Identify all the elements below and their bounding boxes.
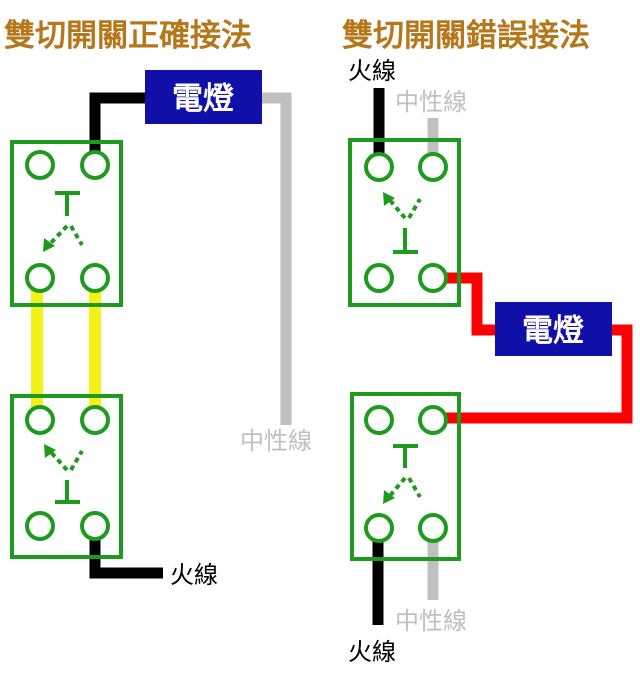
pivot-arrow-icon [44, 444, 56, 458]
right-bottom-live-label: 火線 [348, 638, 396, 666]
terminal-icon [25, 263, 55, 293]
left-correct-wiring: 電燈 中性線 火線 [10, 70, 312, 589]
left-neutral-label: 中性線 [240, 427, 312, 455]
right-bottom-neutral-label: 中性線 [395, 607, 467, 635]
terminal-icon [80, 263, 110, 293]
left-lamp-label: 電燈 [172, 81, 234, 117]
terminal-icon [80, 150, 110, 180]
right-top-neutral-label: 中性線 [395, 88, 467, 116]
terminal-icon [364, 263, 394, 293]
pivot-arrow-icon [383, 490, 395, 504]
terminal-icon [80, 511, 110, 541]
left-diagram-title: 雙切開關正確接法 [4, 18, 252, 54]
left-neutral-wire [262, 92, 292, 425]
right-red-wire-2 [445, 324, 633, 424]
terminal-icon [418, 263, 448, 293]
terminal-icon [418, 152, 448, 182]
terminal-icon [25, 511, 55, 541]
right-top-live-label: 火線 [348, 57, 396, 85]
right-diagram-title: 雙切開關錯誤接法 [342, 18, 590, 54]
right-lamp-label: 電燈 [522, 313, 584, 349]
pivot-arrow-icon [383, 192, 395, 206]
terminal-icon [364, 405, 394, 435]
terminal-icon [418, 405, 448, 435]
left-lamp: 電燈 [145, 70, 262, 124]
left-top-switch [10, 140, 123, 307]
terminal-icon [418, 513, 448, 543]
terminal-icon [364, 152, 394, 182]
pivot-arrow-icon [43, 238, 55, 252]
terminal-icon [25, 150, 55, 180]
right-bottom-switch [350, 392, 461, 561]
left-live-label: 火線 [170, 561, 218, 589]
right-lamp: 電燈 [495, 302, 612, 356]
terminal-icon [25, 405, 55, 435]
right-top-switch [348, 138, 461, 307]
left-bottom-switch [10, 394, 123, 559]
terminal-icon [80, 405, 110, 435]
right-wrong-wiring: 電燈 火線 中性線 [348, 57, 633, 666]
terminal-icon [364, 513, 394, 543]
